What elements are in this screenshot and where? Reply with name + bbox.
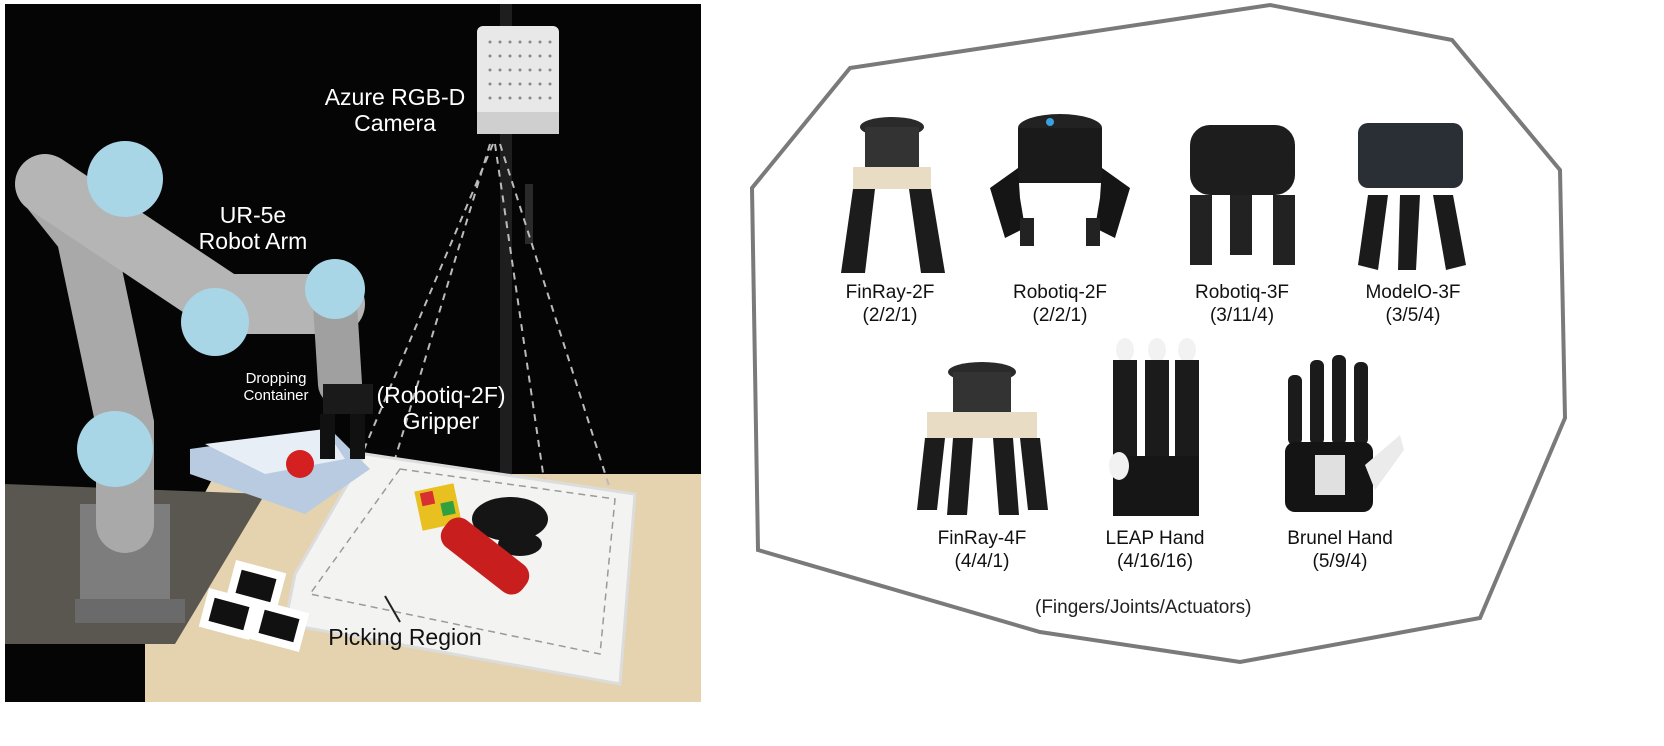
robotiq-2f-gripper-icon xyxy=(990,114,1130,246)
camera-body xyxy=(477,26,559,134)
robot-setup-illustration xyxy=(5,4,701,702)
gripper-caption-finray-4f: FinRay-4F(4/4/1) xyxy=(937,528,1027,572)
gripper-catalog-panel: FinRay-2F(2/2/1) Robotiq-2F(2/2/1) Robot… xyxy=(740,0,1664,746)
aruco-markers xyxy=(198,559,310,653)
gripper-label: (Robotiq-2F)Gripper xyxy=(376,382,506,435)
panel-outline xyxy=(749,2,1568,665)
red-cup xyxy=(286,450,314,478)
brunel-hand-icon xyxy=(1285,355,1404,512)
gripper-caption-robotiq-3f: Robotiq-3F(3/11/4) xyxy=(1195,282,1289,326)
ur5e-robot-arm xyxy=(15,141,373,623)
robotiq-3f-gripper-icon xyxy=(1190,125,1295,265)
coke-can xyxy=(440,517,530,595)
gripper-caption-robotiq-2f: Robotiq-2F(2/2/1) xyxy=(1013,282,1107,326)
game-controller xyxy=(472,497,548,541)
picking-tray xyxy=(283,452,637,686)
leap-hand-icon xyxy=(1109,338,1199,516)
legend-fingers-joints-actuators: (Fingers/Joints/Actuators) xyxy=(1035,597,1252,618)
picking-region-label: Picking Region xyxy=(328,624,482,650)
gripper-caption-brunel-hand: Brunel Hand(5/9/4) xyxy=(1287,528,1393,572)
gripper-caption-finray-2f: FinRay-2F(2/2/1) xyxy=(845,282,935,326)
gripper-caption-leap-hand: LEAP Hand(4/16/16) xyxy=(1105,528,1205,572)
modelo-3f-gripper-icon xyxy=(1358,123,1466,270)
finray-4f-gripper-icon xyxy=(917,362,1048,515)
finray-2f-gripper-icon xyxy=(841,117,945,273)
gripper-caption-modelo-3f: ModelO-3F(3/5/4) xyxy=(1365,282,1461,326)
